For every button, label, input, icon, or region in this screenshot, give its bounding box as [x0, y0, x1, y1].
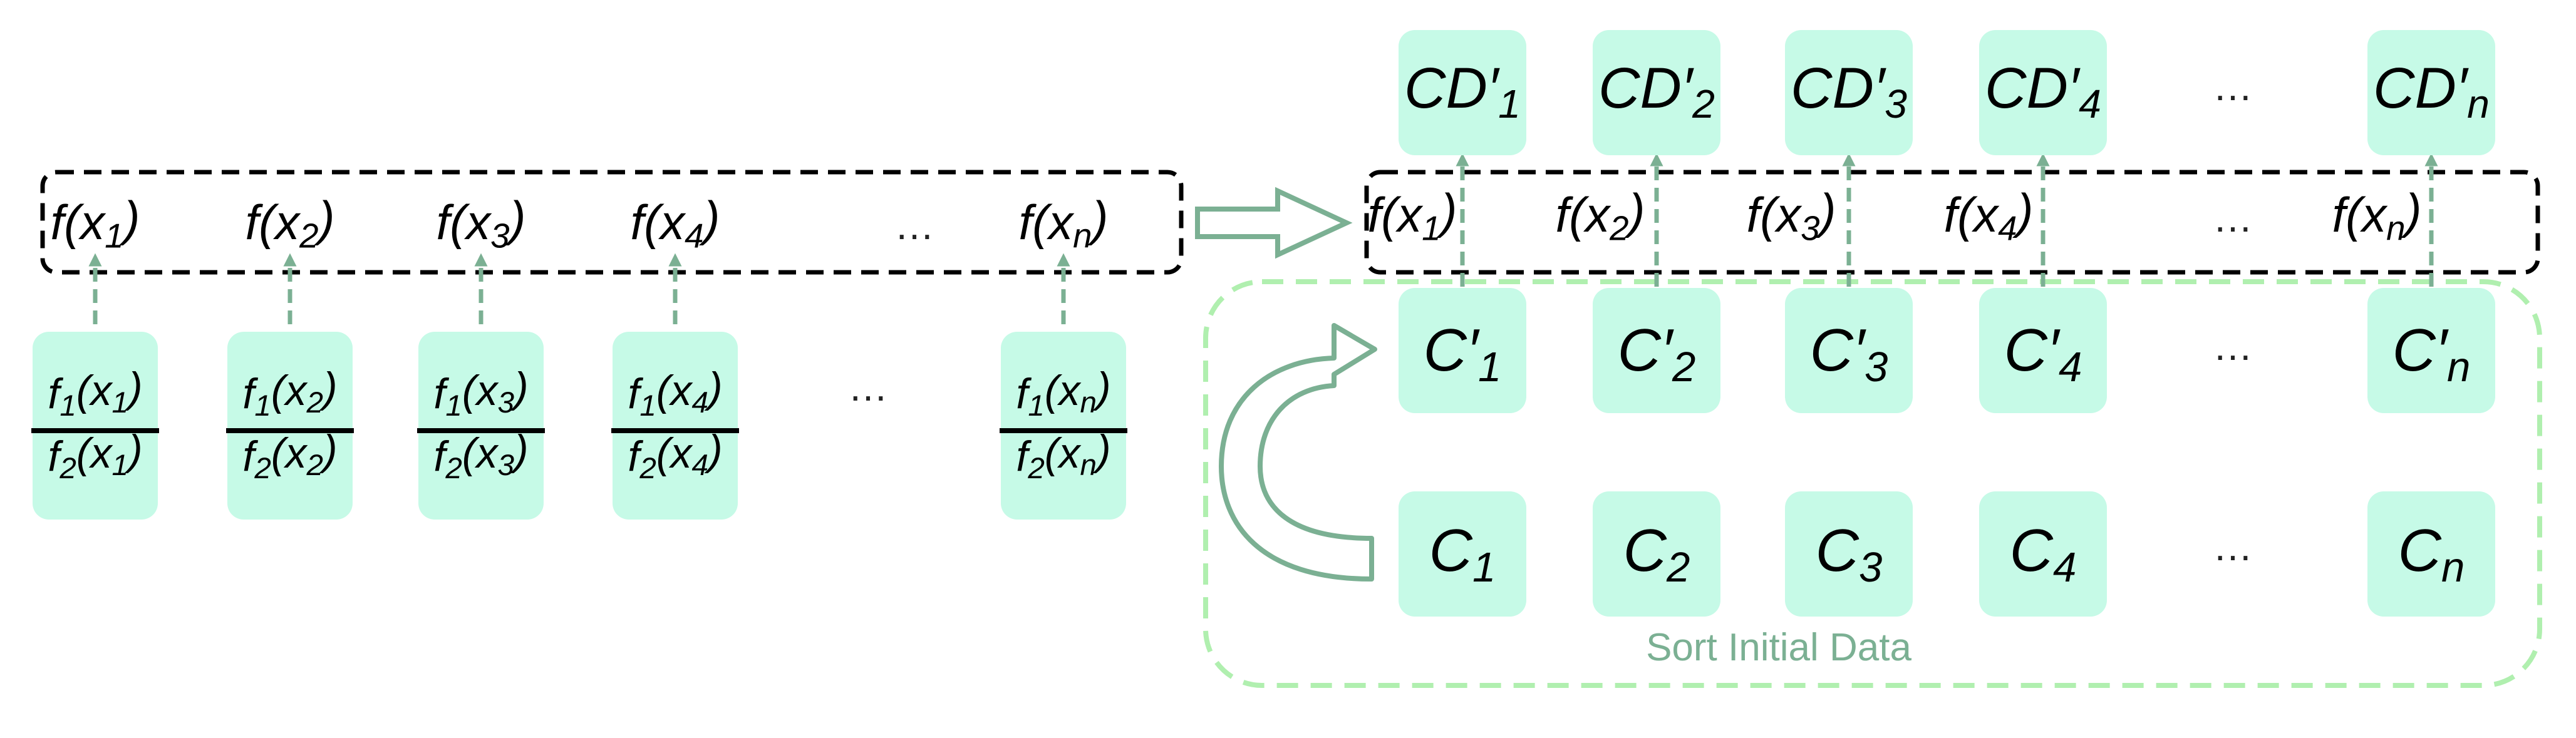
sorted-box — [1399, 288, 1526, 413]
sorted-box-label: C′n — [2392, 317, 2471, 391]
right-value-row-border — [1364, 170, 2540, 275]
fraction-denominator: f2(x2) — [242, 426, 337, 485]
right-arrow-icon — [1195, 187, 1353, 259]
initial-box — [1399, 491, 1526, 617]
left-value-label: f(xn) — [1018, 191, 1108, 255]
cd-box — [2367, 30, 2495, 155]
right-value-label: f(x3) — [1746, 183, 1836, 248]
cd-box — [1979, 30, 2107, 155]
initial-box-label: C3 — [1816, 517, 1883, 591]
fraction-ellipsis: … — [848, 364, 888, 409]
initial-row-ellipsis: … — [2213, 524, 2253, 569]
initial-box-label: C4 — [2010, 517, 2077, 591]
cd-box-label: CD′2 — [1598, 56, 1715, 126]
fraction-numerator: f1(x4) — [628, 364, 722, 423]
sorted-row-ellipsis: … — [2213, 324, 2253, 369]
left-value-label: f(x4) — [630, 191, 720, 255]
fraction-denominator: f2(xn) — [1016, 426, 1110, 485]
initial-box — [1979, 491, 2107, 617]
node-boxes — [33, 30, 2495, 617]
initial-box — [2367, 491, 2495, 617]
right-row-ellipsis: … — [2213, 195, 2253, 240]
cd-box — [1785, 30, 1913, 155]
sorted-box — [1593, 288, 1720, 413]
initial-box-label: Cn — [2398, 517, 2465, 591]
left-value-label: f(x3) — [436, 191, 525, 255]
cd-box-label: CD′n — [2373, 56, 2490, 126]
sorted-box-label: C′1 — [1424, 317, 1502, 391]
cd-box-label: CD′4 — [1985, 56, 2101, 126]
curved-arrow-icon — [1219, 323, 1377, 582]
sorted-box-label: C′3 — [1810, 317, 1888, 391]
right-value-label: f(x1) — [1367, 183, 1457, 248]
cd-box-label: CD′3 — [1791, 56, 1907, 126]
fraction-box — [1001, 332, 1126, 520]
node-labels: f(x1)f(x2)f(x3)f(x4)f(xn)…f1(x1)f2(x1)f1… — [31, 56, 2490, 591]
right-value-label: f(x2) — [1555, 183, 1645, 248]
right-value-label: f(xn) — [2332, 183, 2421, 248]
left-value-row-border — [40, 170, 1184, 275]
initial-box-label: C1 — [1429, 517, 1496, 591]
sorted-box-label: C′2 — [1618, 317, 1696, 391]
initial-box — [1593, 491, 1720, 617]
fraction-denominator: f2(x1) — [48, 426, 142, 485]
sorted-box — [1785, 288, 1913, 413]
flow-arrows — [88, 153, 2438, 324]
initial-box — [1785, 491, 1913, 617]
group-caption: Sort Initial Data — [1646, 626, 1911, 669]
fraction-box — [418, 332, 544, 520]
fraction-box — [33, 332, 158, 520]
cd-row-ellipsis: … — [2213, 64, 2253, 109]
sorted-box — [2367, 288, 2495, 413]
fraction-box — [227, 332, 353, 520]
left-row-ellipsis: … — [894, 203, 934, 248]
right-value-label: f(x4) — [1943, 183, 2033, 248]
sorted-box-label: C′4 — [2004, 317, 2082, 391]
sort-group-border — [1203, 279, 2542, 688]
left-value-label: f(x1) — [50, 191, 140, 255]
sorted-box — [1979, 288, 2107, 413]
fraction-box — [613, 332, 738, 520]
initial-box-label: C2 — [1623, 517, 1690, 591]
cd-box-label: CD′1 — [1404, 56, 1521, 126]
cd-box — [1593, 30, 1720, 155]
left-value-label: f(x2) — [245, 191, 334, 255]
cd-box — [1399, 30, 1526, 155]
